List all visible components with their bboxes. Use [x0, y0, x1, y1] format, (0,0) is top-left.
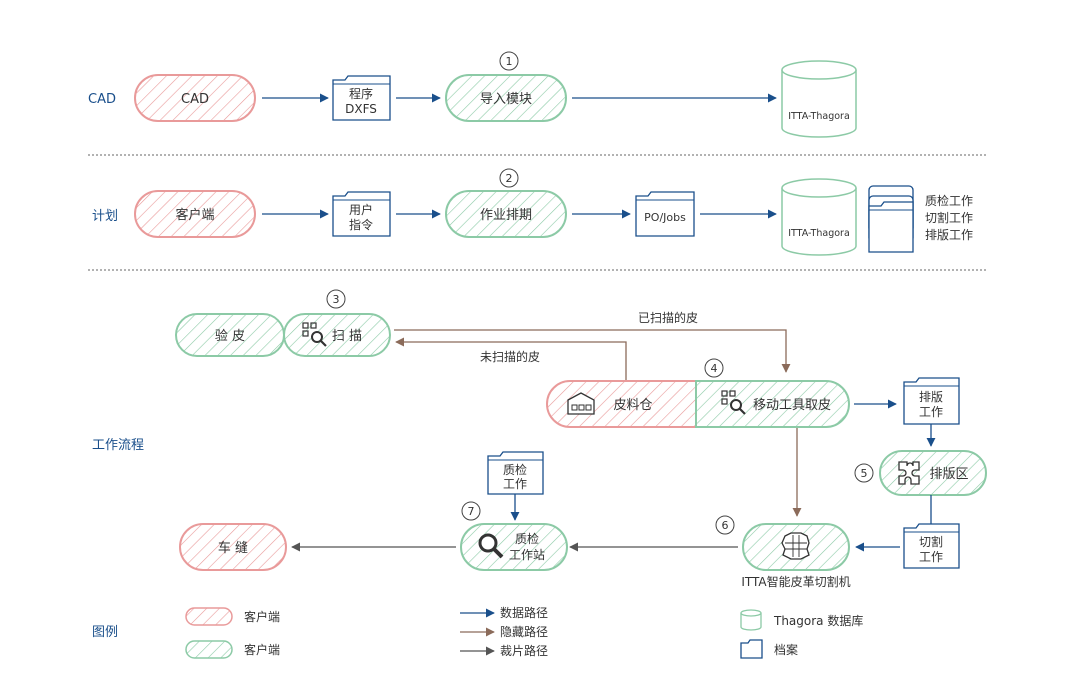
mobile-pick-label: 移动工具取皮 [753, 398, 831, 413]
step-4-number: 4 [711, 362, 718, 375]
stack-item-cut: 切割工作 [925, 210, 973, 225]
row-label-cad: CAD [88, 92, 116, 107]
warehouse-icon [567, 392, 595, 415]
scan-pill: 扫 描 [283, 313, 391, 357]
step-2-badge: 2 [499, 168, 519, 188]
row-label-plan: 计划 [92, 209, 118, 224]
thagora-db-2-label: ITTA-Thagora [788, 228, 850, 239]
hide-inspect-pill: 验 皮 [175, 313, 285, 357]
step-5-number: 5 [861, 467, 868, 480]
program-dxfs-line2: DXFS [345, 102, 377, 116]
warehouse-label: 皮料仓 [613, 398, 652, 413]
cut-doc-line1: 切割 [919, 534, 943, 549]
legend-data-path-label: 数据路径 [500, 605, 548, 620]
legend-cut-path: 裁片路径 [460, 643, 548, 658]
hide-inspect-label: 验 皮 [215, 328, 245, 344]
unscanned-hide-label: 未扫描的皮 [480, 349, 540, 364]
step-7-number: 7 [468, 505, 475, 518]
magnifier-icon [478, 533, 504, 559]
legend-red-client-label: 客户端 [244, 609, 280, 624]
qc-station-line2: 工作站 [509, 548, 545, 562]
arrow-scanned-hide [394, 329, 791, 373]
puzzle-icon [898, 461, 920, 485]
client-pill-plan-label: 客户端 [175, 207, 214, 223]
legend-archive-label: 档案 [774, 642, 798, 657]
nesting-zone-pill: 排版区 [879, 450, 987, 496]
row-label-legend: 图例 [92, 625, 118, 640]
step-6-number: 6 [722, 519, 729, 532]
step-4-badge: 4 [704, 358, 724, 378]
cad-pill: CAD [134, 74, 256, 122]
legend-db-label: Thagora 数据库 [773, 613, 863, 628]
qc-job-doc: 质检 工作 [487, 451, 544, 495]
nesting-job-doc: 排版 工作 [903, 377, 960, 425]
step-7-badge: 7 [461, 501, 481, 521]
cut-doc-line2: 工作 [919, 550, 943, 564]
thagora-db-2: ITTA-Thagora [781, 178, 857, 256]
thagora-db-1-label: ITTA-Thagora [788, 111, 850, 122]
legend-hidden-path-label: 隐藏路径 [500, 624, 548, 639]
qr-scan-icon [302, 322, 327, 347]
cutter-label: ITTA智能皮革切割机 [741, 574, 850, 589]
step-6-badge: 6 [715, 515, 735, 535]
qc-doc-line1: 质检 [503, 462, 527, 477]
program-dxfs-line1: 程序 [349, 86, 373, 101]
arrow-unscanned-hide [395, 337, 627, 380]
job-folder-stack [868, 185, 914, 253]
step-1-number: 1 [506, 55, 513, 68]
step-3-badge: 3 [326, 289, 346, 309]
po-jobs-doc: PO/Jobs [635, 191, 695, 237]
legend-hidden-path: 隐藏路径 [460, 624, 548, 639]
mobile-scan-icon [721, 390, 746, 415]
step-1-badge: 1 [499, 51, 519, 71]
po-jobs-label: PO/Jobs [644, 211, 686, 224]
step-5-badge: 5 [854, 463, 874, 483]
import-module-pill: 导入模块 [445, 74, 567, 122]
qc-station-line1: 质检 [515, 531, 539, 546]
scanned-hide-label: 已扫描的皮 [638, 310, 698, 325]
stack-item-qc: 质检工作 [925, 193, 973, 208]
user-order-line1: 用户 [349, 202, 373, 217]
user-order-line2: 指令 [349, 217, 373, 232]
legend-green-client-label: 客户端 [244, 642, 280, 657]
warehouse-mobile-pill: 皮料仓 移动工具取皮 [546, 380, 850, 428]
cut-job-doc: 切割 工作 [903, 523, 960, 569]
nesting-doc-line2: 工作 [919, 405, 943, 419]
legend-green-client: 客户端 [185, 640, 280, 659]
step-3-number: 3 [333, 293, 340, 306]
qc-station-pill: 质检 工作站 [460, 523, 568, 571]
legend-data-path: 数据路径 [460, 605, 548, 620]
legend-cut-path-label: 裁片路径 [500, 643, 548, 658]
cutter-pill [742, 523, 850, 571]
thagora-db-1: ITTA-Thagora [781, 60, 857, 138]
nesting-zone-label: 排版区 [929, 467, 968, 482]
user-order-doc: 用户 指令 [332, 191, 391, 237]
client-pill-plan: 客户端 [134, 190, 256, 238]
import-module-label: 导入模块 [480, 92, 532, 107]
scan-label: 扫 描 [332, 329, 362, 344]
sewing-label: 车 缝 [218, 540, 248, 556]
row-label-workflow: 工作流程 [92, 438, 144, 453]
legend-db: Thagora 数据库 [740, 609, 863, 631]
job-schedule-pill: 作业排期 [445, 190, 567, 238]
job-schedule-label: 作业排期 [480, 208, 532, 223]
program-dxfs-doc: 程序 DXFS [332, 75, 391, 121]
step-2-number: 2 [506, 172, 513, 185]
stack-item-nesting: 排版工作 [925, 228, 973, 242]
cad-pill-label: CAD [181, 92, 209, 107]
sewing-pill: 车 缝 [179, 523, 287, 571]
legend-archive: 档案 [740, 639, 798, 659]
qc-doc-line2: 工作 [503, 477, 527, 491]
leather-hide-icon [781, 532, 810, 560]
nesting-doc-line1: 排版 [919, 390, 943, 404]
legend-red-client: 客户端 [185, 607, 280, 626]
